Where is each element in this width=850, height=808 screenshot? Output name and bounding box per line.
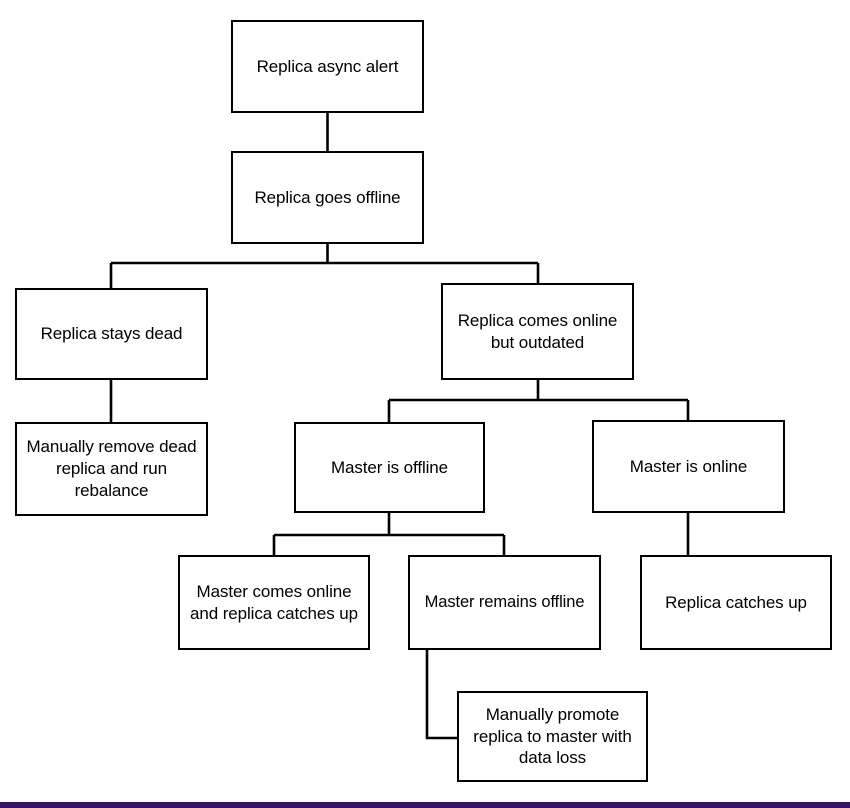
node-label-manually-promote-replica: Manually promote replica to master with … [473,704,632,768]
node-manually-promote-replica[interactable]: Manually promote replica to master with … [457,691,648,782]
node-replica-comes-online-but-outdated[interactable]: Replica comes online but outdated [441,283,634,380]
connector-replica-comes-online-but-outdated-to-master-is-offline [387,380,688,422]
node-label-master-remains-offline: Master remains offline [424,592,585,611]
connector-master-remains-offline-to-manually-promote-replica [425,650,457,740]
node-replica-goes-offline[interactable]: Replica goes offline [231,151,424,244]
node-label-master-comes-online-replica-catches-up: Master comes online and replica catches … [190,581,358,623]
node-label-replica-async-alert: Replica async alert [256,56,399,76]
node-label-master-is-online: Master is online [629,456,748,476]
node-master-is-offline[interactable]: Master is offline [294,422,485,513]
node-replica-catches-up[interactable]: Replica catches up [640,555,832,650]
node-label-replica-comes-online-but-outdated: Replica comes online but outdated [457,310,618,352]
node-master-is-online[interactable]: Master is online [592,420,785,513]
connector-replica-goes-offline-to-replica-stays-dead [109,244,538,288]
node-master-remains-offline[interactable]: Master remains offline [408,555,601,650]
node-label-replica-catches-up: Replica catches up [665,592,807,612]
node-label-replica-stays-dead: Replica stays dead [40,324,183,344]
node-replica-stays-dead[interactable]: Replica stays dead [15,288,208,380]
node-label-replica-goes-offline: Replica goes offline [254,187,401,207]
node-label-manually-remove-dead-replica: Manually remove dead replica and run reb… [26,437,197,500]
connector-master-is-offline-to-master-comes-online-replica-catches-up [272,513,504,555]
bottom-accent-bar [0,802,850,808]
node-master-comes-online-replica-catches-up[interactable]: Master comes online and replica catches … [178,555,370,650]
node-replica-async-alert[interactable]: Replica async alert [231,20,424,113]
node-label-master-is-offline: Master is offline [330,457,449,477]
node-manually-remove-dead-replica[interactable]: Manually remove dead replica and run reb… [15,422,208,516]
